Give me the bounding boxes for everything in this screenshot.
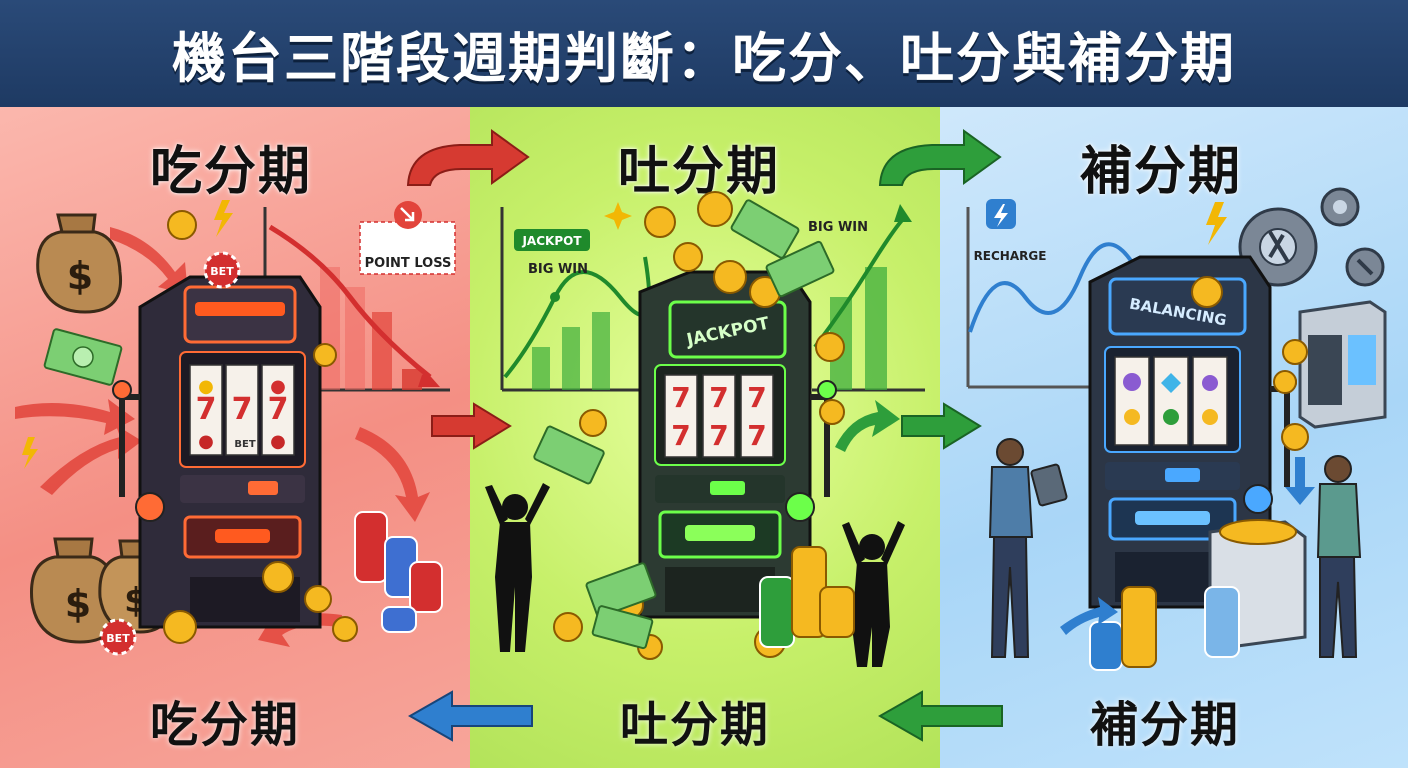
eat-phase-bottom-label: 吃分期 <box>150 697 301 753</box>
svg-text:$: $ <box>67 254 93 298</box>
cash-bill-icon <box>43 328 123 386</box>
page-title: 機台三階段週期判斷：吃分、吐分與補分期 <box>172 27 1236 90</box>
svg-text:7: 7 <box>671 419 690 452</box>
slot-machine-eat: ● 7 ● 7 7 ● BET ● <box>112 275 322 629</box>
refill-arrow <box>1285 457 1315 505</box>
reel-bet-label: BET <box>234 439 255 450</box>
server-box <box>1298 300 1387 429</box>
eat-phase-illustration: POINT LOSS $ $ $ <box>15 200 456 656</box>
svg-text:BET: BET <box>106 632 130 645</box>
coin-icon <box>163 210 358 644</box>
svg-text:●: ● <box>198 431 214 452</box>
svg-text:●: ● <box>198 376 214 397</box>
lightning-icon <box>1206 202 1227 245</box>
refill-arrow <box>1060 597 1118 635</box>
panel-spit-phase: 吐分期 JACKPOT BIG WIN <box>470 107 940 768</box>
gear-icon <box>1238 207 1318 287</box>
cash-bill-icon <box>533 199 835 650</box>
technician-right <box>1316 455 1362 658</box>
arrow-refill-to-spit-bottom <box>877 690 1003 742</box>
panel-refill-phase: 補分期 RECHARGE <box>940 107 1408 768</box>
point-loss-label: POINT LOSS <box>365 256 452 271</box>
wrench-icon <box>1345 247 1385 287</box>
spit-phase-title: 吐分期 <box>618 142 781 202</box>
rising-arrow <box>835 400 900 452</box>
money-bag-icon: $ <box>36 213 123 314</box>
chip-bet-label: BET <box>210 265 234 278</box>
chip-stacks <box>1089 586 1240 671</box>
arrow-spit-to-refill-mid <box>901 402 982 450</box>
lightning-icon <box>22 200 233 469</box>
svg-text:7: 7 <box>747 419 766 452</box>
header-banner: 機台三階段週期判斷：吃分、吐分與補分期 <box>0 0 1408 107</box>
arrow-spit-to-refill-top <box>878 129 1002 186</box>
jackpot-tag: JACKPOT BIG WIN <box>514 229 590 277</box>
arrow-spit-to-eat-bottom <box>407 690 533 742</box>
spit-phase-illustration: JACKPOT BIG WIN BIG WIN JACKPOT <box>485 191 925 667</box>
slot-machine-refill: BALANCING <box>1088 255 1297 609</box>
svg-text:7: 7 <box>232 392 253 427</box>
celebrating-person-right <box>842 521 905 667</box>
casino-chip-icon: BET <box>99 618 137 656</box>
refill-phase-illustration: RECHARGE BALANCI <box>966 187 1387 671</box>
sparkle-icon <box>604 202 632 230</box>
arrow-eat-to-spit-mid <box>431 402 512 450</box>
big-win-label-1: BIG WIN <box>528 262 588 277</box>
recharge-label: RECHARGE <box>974 249 1047 263</box>
coin-icon <box>1191 276 1309 451</box>
svg-text:7: 7 <box>709 381 728 414</box>
technician-left <box>988 438 1068 658</box>
svg-text:●: ● <box>270 376 286 397</box>
svg-text:7: 7 <box>709 419 728 452</box>
svg-text:7: 7 <box>671 381 690 414</box>
recharge-chart: RECHARGE <box>966 199 1140 389</box>
refill-phase-title: 補分期 <box>1080 142 1243 202</box>
chip-stacks <box>354 511 443 633</box>
refill-phase-bottom-label: 補分期 <box>1090 697 1241 753</box>
point-loss-tag: POINT LOSS <box>359 201 456 275</box>
inflow-arrows <box>15 227 188 495</box>
svg-text:●: ● <box>270 431 286 452</box>
outflow-arrow <box>355 427 430 522</box>
gear-icon <box>1320 187 1360 227</box>
rising-chart-right: BIG WIN <box>808 204 925 392</box>
eat-phase-title: 吃分期 <box>150 142 313 202</box>
celebrating-person-left <box>485 483 550 652</box>
svg-text:7: 7 <box>747 381 766 414</box>
rising-chart-left <box>500 207 652 392</box>
spit-phase-bottom-label: 吐分期 <box>620 697 771 753</box>
svg-text:7: 7 <box>268 392 289 427</box>
jackpot-tag-label: JACKPOT <box>521 234 582 248</box>
svg-text:$: $ <box>65 582 91 626</box>
casino-chip-icon: BET <box>203 251 241 289</box>
arrow-eat-to-spit-top <box>406 129 530 186</box>
chip-stacks <box>759 546 855 648</box>
svg-text:7: 7 <box>196 392 217 427</box>
panel-eat-phase: 吃分期 POINT LOSS <box>0 107 470 768</box>
big-win-label-2: BIG WIN <box>808 220 868 235</box>
